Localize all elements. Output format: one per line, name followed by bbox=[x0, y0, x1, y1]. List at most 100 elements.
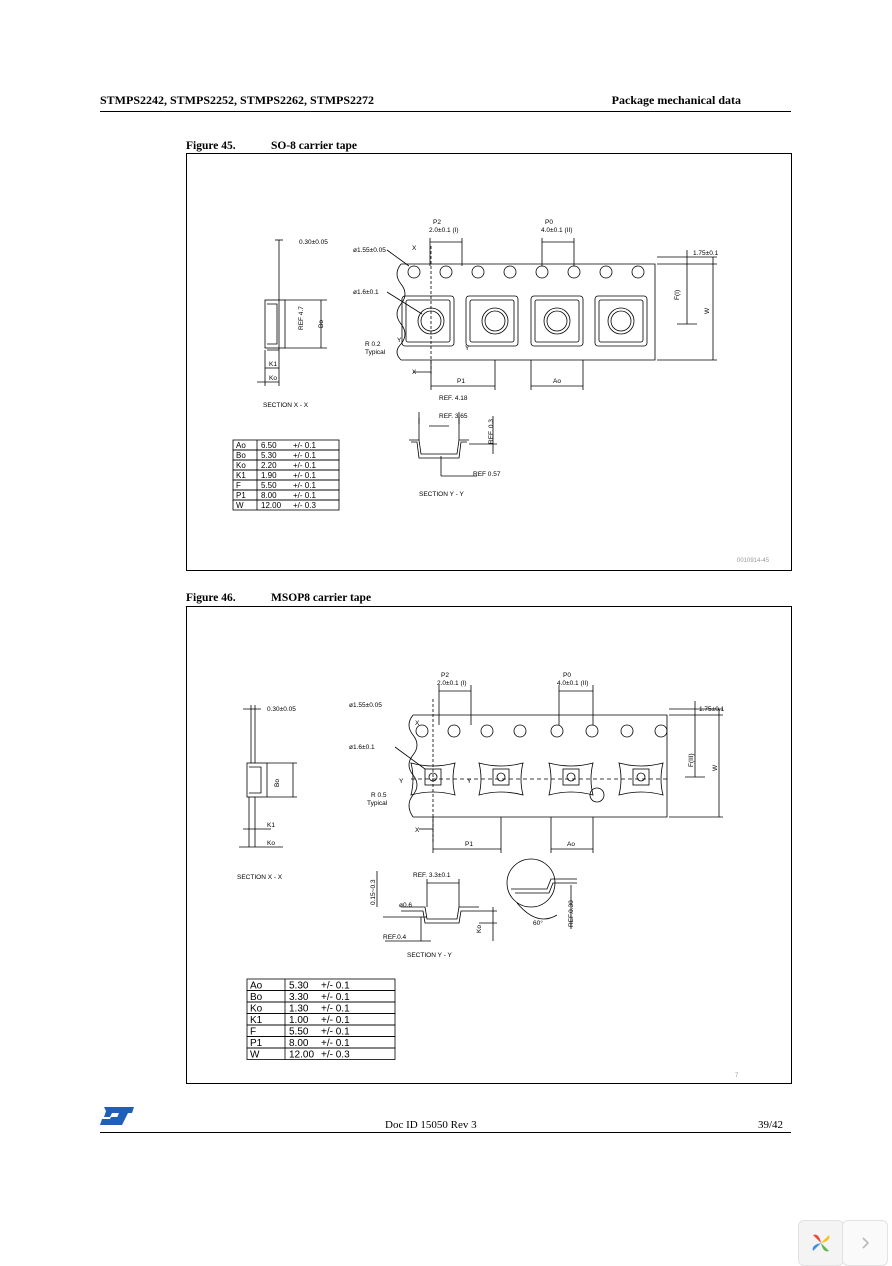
f46-ref030: REF.0.30 bbox=[568, 900, 575, 927]
figure-46-title: MSOP8 carrier tape bbox=[271, 592, 372, 604]
f46-f-dim: F(III) bbox=[688, 753, 695, 767]
f46-b0-dim: Bo bbox=[274, 779, 281, 787]
st-logo bbox=[100, 1105, 136, 1132]
f45-pocket-dia: ø1.6±0.1 bbox=[353, 289, 379, 296]
f46-k0-dim: Ko bbox=[267, 840, 275, 847]
table-param-cell: Bo bbox=[250, 992, 263, 1003]
table-row bbox=[246, 1047, 396, 1060]
table-param-cell: Ko bbox=[250, 1004, 263, 1015]
table-value-cell: 1.30 bbox=[289, 1004, 309, 1015]
table-value-cell: 8.00 bbox=[289, 1038, 309, 1049]
table-value-cell: 5.30 bbox=[261, 451, 277, 460]
table-param-cell: P1 bbox=[250, 1038, 263, 1049]
f46-hole-dia: ø1.55±0.05 bbox=[349, 702, 382, 709]
table-tolerance-cell: +/- 0.1 bbox=[293, 471, 316, 480]
f45-k0-dim: Ko bbox=[269, 375, 277, 382]
table-param-cell: K1 bbox=[250, 1015, 263, 1026]
table-tolerance-cell: +/- 0.1 bbox=[293, 491, 316, 500]
f45-section-yy: SECTION Y - Y bbox=[419, 491, 464, 498]
f45-p1-dim: P1 bbox=[457, 378, 465, 385]
table-param-cell: W bbox=[236, 501, 244, 510]
table-tolerance-cell: +/- 0.1 bbox=[321, 1015, 350, 1026]
f45-p2-value: 2.0±0.1 (I) bbox=[429, 227, 459, 234]
table-value-cell: 8.00 bbox=[261, 491, 277, 500]
f46-p2-value: 2.0±0.1 (I) bbox=[437, 680, 467, 687]
f46-y-right: Y bbox=[467, 778, 472, 785]
table-tolerance-cell: +/- 0.1 bbox=[321, 981, 350, 992]
f46-p2-label: P2 bbox=[441, 672, 449, 679]
f45-p0-label: P0 bbox=[545, 219, 553, 226]
f45-section-xx: SECTION X - X bbox=[263, 402, 309, 409]
footer-page-number: 39/42 bbox=[758, 1119, 784, 1131]
f46-edge-dim: 1.75±0.1 bbox=[699, 706, 725, 713]
f46-a0-dim: Ao bbox=[567, 841, 575, 848]
table-value-cell: 6.50 bbox=[261, 441, 277, 450]
table-tolerance-cell: +/- 0.1 bbox=[321, 1004, 350, 1015]
f46-k1-dim: K1 bbox=[267, 822, 275, 829]
f46-angle: 60° bbox=[533, 919, 543, 927]
f45-y-right: Y bbox=[465, 345, 470, 352]
table-value-cell: 5.50 bbox=[289, 1027, 309, 1038]
f45-edge-dim: 1.75±0.1 bbox=[693, 250, 719, 257]
f46-phi: ø0.6 bbox=[399, 902, 412, 909]
f46-ref04: REF.0.4 bbox=[383, 934, 407, 941]
table-value-cell: 1.90 bbox=[261, 471, 277, 480]
f46-ref015: 0.15~0.3 bbox=[370, 879, 377, 905]
table-tolerance-cell: +/- 0.1 bbox=[293, 461, 316, 470]
f45-ref057: REF 0.57 bbox=[473, 471, 501, 478]
table-tolerance-cell: +/- 0.3 bbox=[293, 501, 316, 510]
table-tolerance-cell: +/- 0.1 bbox=[321, 1027, 350, 1038]
f46-radius: R 0.5 bbox=[371, 792, 387, 799]
header-title-right: Package mechanical data bbox=[611, 93, 741, 107]
f45-f-dim: F(I) bbox=[674, 290, 681, 300]
table-value-cell: 2.20 bbox=[261, 461, 277, 470]
f45-p2-label: P2 bbox=[433, 219, 441, 226]
table-value-cell: 3.30 bbox=[289, 992, 309, 1003]
table-value-cell: 12.00 bbox=[261, 501, 282, 510]
f45-x-bottom: X bbox=[412, 369, 417, 376]
f46-w-dim: W bbox=[712, 764, 719, 771]
f46-section-yy: SECTION Y - Y bbox=[407, 952, 452, 959]
table-value-cell: 5.30 bbox=[289, 981, 309, 992]
figure-45-drawing: 0.30±0.05 P2 2.0±0.1 (I) P0 4.0±0.1 (II)… bbox=[186, 153, 792, 571]
header-rule bbox=[100, 111, 791, 112]
table-row bbox=[232, 469, 340, 481]
f46-y-left: Y bbox=[399, 778, 404, 785]
f45-b0-dim: Bo bbox=[318, 320, 325, 328]
table-tolerance-cell: +/- 0.1 bbox=[321, 992, 350, 1003]
f46-k0-sec: Ko bbox=[476, 925, 483, 933]
f45-hole-dia: ø1.55±0.05 bbox=[353, 247, 386, 254]
table-param-cell: K1 bbox=[236, 471, 246, 480]
footer-doc-id: Doc ID 15050 Rev 3 bbox=[385, 1119, 477, 1131]
table-param-cell: P1 bbox=[236, 491, 246, 500]
f46-p0-label: P0 bbox=[563, 672, 571, 679]
pinwheel-logo-icon bbox=[812, 1234, 830, 1252]
f46-ref33: REF. 3.3±0.1 bbox=[413, 872, 451, 879]
f46-typical: Typical bbox=[367, 800, 388, 807]
f45-typical: Typical bbox=[365, 349, 386, 356]
f46-x-top: X bbox=[415, 720, 420, 727]
f46-pocket-dia: ø1.6±0.1 bbox=[349, 744, 375, 751]
app-logo-button[interactable] bbox=[798, 1220, 844, 1266]
table-tolerance-cell: +/- 0.1 bbox=[293, 451, 316, 460]
f46-section-xx: SECTION X - X bbox=[237, 874, 283, 881]
table-row bbox=[232, 479, 340, 491]
next-page-button[interactable] bbox=[842, 1220, 888, 1266]
header-title-left: STMPS2242, STMPS2252, STMPS2262, STMPS22… bbox=[100, 93, 375, 107]
f45-drawing-code: 0010914-45 bbox=[737, 558, 770, 564]
f45-a0-dim: Ao bbox=[553, 378, 561, 385]
figure-45-title: SO-8 carrier tape bbox=[271, 140, 358, 152]
table-tolerance-cell: +/- 0.1 bbox=[293, 481, 316, 490]
table-tolerance-cell: +/- 0.3 bbox=[321, 1050, 350, 1061]
f45-thickness-label: 0.30±0.05 bbox=[299, 239, 328, 246]
f45-p0-value: 4.0±0.1 (II) bbox=[541, 227, 572, 234]
table-param-cell: Bo bbox=[236, 451, 246, 460]
f45-y-left: Y bbox=[397, 337, 402, 344]
table-row bbox=[232, 489, 340, 501]
f46-drawing-code: 7 bbox=[735, 1073, 739, 1079]
table-param-cell: Ao bbox=[250, 981, 263, 992]
f45-ref418: REF. 4.18 bbox=[439, 395, 468, 402]
f46-p1-dim: P1 bbox=[465, 841, 473, 848]
